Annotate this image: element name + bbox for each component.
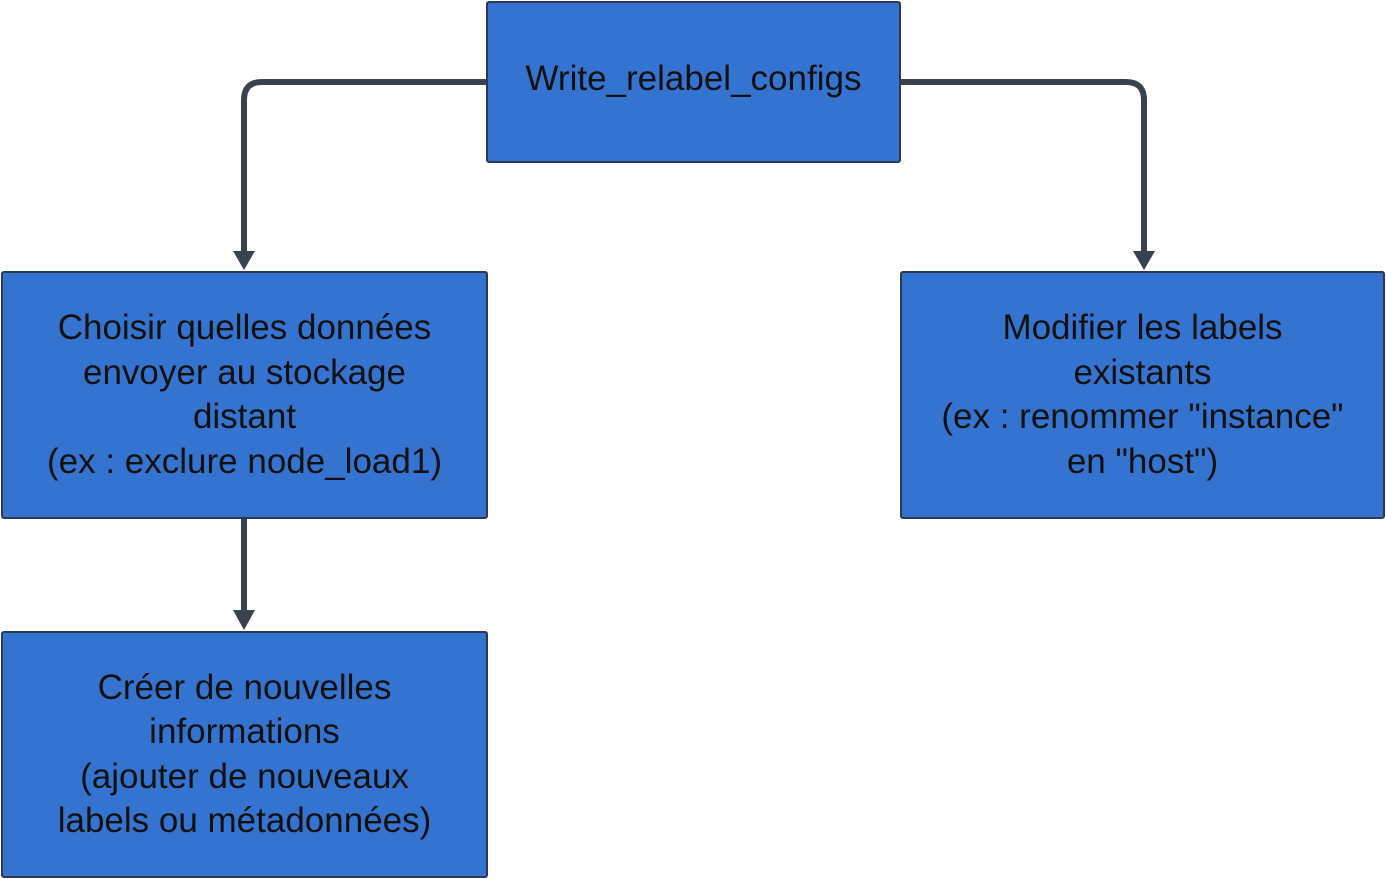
node-right-line-2: existants [1073, 352, 1212, 392]
node-bottom-line-3: (ajouter de nouveaux [80, 756, 409, 796]
node-create-information: Créer de nouvelles informations (ajouter… [1, 631, 488, 878]
edge-left-to-bottom-arrowhead [233, 610, 255, 630]
node-bottom-line-4: labels ou métadonnées) [57, 801, 432, 840]
node-right-line-3: (ex : renommer "instance" [941, 397, 1344, 436]
node-left-line-3: distant [192, 397, 297, 436]
node-right-line-1: Modifier les labels [1002, 308, 1283, 347]
node-left-line-1: Choisir quelles données [57, 308, 432, 347]
node-left-line-4: (ex : exclure node_load1) [47, 441, 442, 481]
node-left-line-2: envoyer au stockage [83, 352, 406, 392]
node-bottom-line-2: informations [149, 712, 340, 751]
node-write-relabel-configs: Write_relabel_configs [486, 1, 901, 163]
node-choose-data: Choisir quelles données envoyer au stock… [1, 271, 488, 519]
node-root-line-1: Write_relabel_configs [525, 59, 862, 98]
edge-root-to-left [241, 79, 486, 252]
edge-root-to-right [901, 79, 1147, 252]
node-right-line-4: en "host") [1066, 441, 1219, 481]
edge-root-to-left-arrowhead [233, 251, 255, 270]
edge-root-to-right-arrowhead [1133, 251, 1155, 270]
node-bottom-line-1: Créer de nouvelles [97, 667, 392, 707]
node-modify-labels: Modifier les labels existants (ex : reno… [900, 271, 1385, 519]
